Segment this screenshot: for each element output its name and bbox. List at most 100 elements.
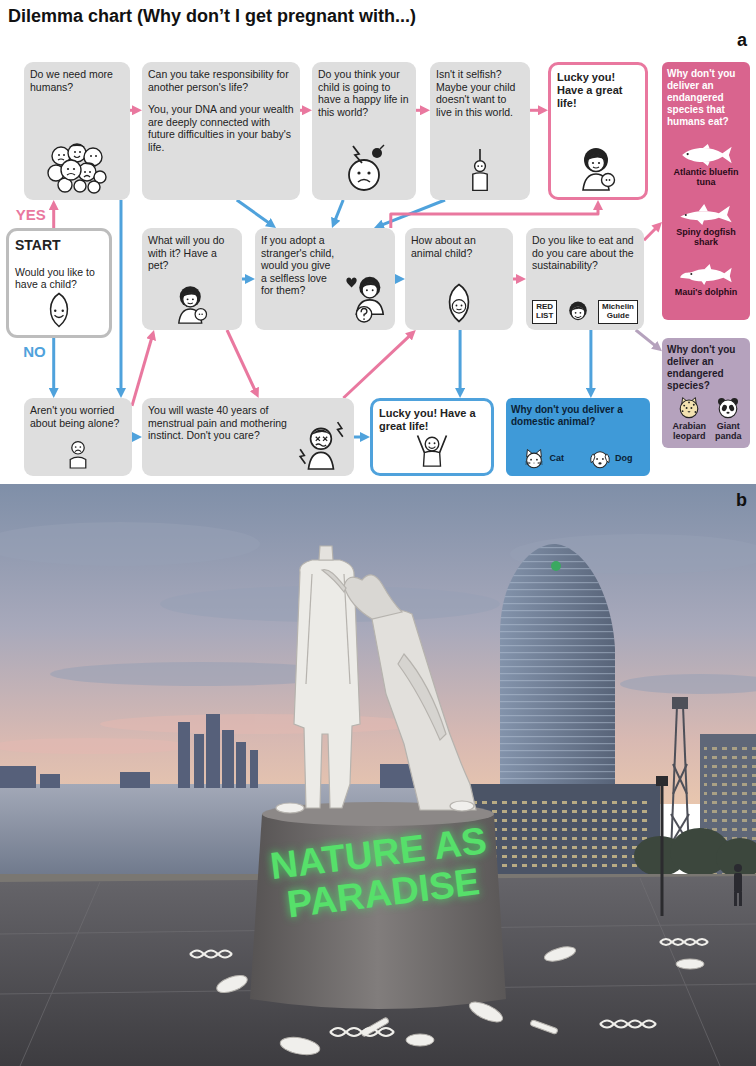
skyline — [0, 714, 430, 788]
item-list: Cat Dog — [511, 444, 645, 470]
shark-icon — [678, 204, 734, 226]
flow-arrow — [334, 200, 343, 222]
node-text: Do we need more humans? — [30, 68, 124, 93]
book-label: RED LIST — [532, 300, 557, 324]
flow-arrow — [343, 334, 411, 398]
species-name: Dog — [615, 454, 633, 464]
tuna-icon — [678, 144, 734, 166]
question-box: What will you do with it? Have a pet? — [142, 228, 242, 330]
panel-letter: b — [736, 490, 747, 511]
flow-arrow — [530, 109, 542, 112]
species-name: Giant panda — [711, 422, 745, 442]
leopard-icon — [677, 396, 701, 420]
happy-icon — [412, 433, 452, 467]
flow-arrow — [644, 226, 658, 240]
panel-item: Spiny dogfish shark — [667, 204, 745, 248]
body-text: You, your DNA and your wealth are deeply… — [148, 103, 294, 153]
item-list: Arabian leopardGiant panda — [667, 392, 745, 442]
panel-item: Cat — [523, 448, 564, 470]
edge-label: YES — [16, 206, 46, 223]
answer-panel: Why don't you deliver an endangered spec… — [662, 338, 750, 448]
question-box: Do you think your child is going to have… — [312, 62, 416, 200]
pedestal — [250, 802, 506, 1009]
panel-item: Dog — [589, 448, 633, 470]
flow-arrow — [52, 338, 55, 392]
edge-label: NO — [23, 343, 46, 360]
flow-arrow — [130, 109, 136, 112]
flow-arrow — [52, 206, 55, 228]
item-list: Atlantic bluefin tunaSpiny dogfish shark… — [667, 128, 745, 314]
mother-icon — [573, 141, 623, 191]
dna-strands — [190, 939, 708, 1036]
node-text: You will waste 40 years of menstrual pai… — [148, 404, 292, 442]
flow-arrow — [242, 278, 249, 281]
animal-child-icon — [442, 282, 476, 324]
panda-icon — [716, 396, 740, 420]
panel-item: Giant panda — [711, 396, 745, 442]
panel-letter: a — [737, 30, 747, 51]
question-box: How about an animal child? — [405, 228, 513, 330]
node-text: Can you take responsibility for another … — [148, 68, 294, 93]
flow-arrow — [459, 330, 462, 392]
adopt-icon — [341, 270, 389, 324]
pain-icon — [296, 418, 348, 470]
panel-item: Maui's dolphin — [675, 264, 738, 298]
sculpture-photo — [0, 484, 756, 1066]
lamp-post — [656, 776, 668, 916]
panel-item: Arabian leopard — [667, 396, 711, 442]
flow-arrow — [132, 436, 136, 439]
text-column: You will waste 40 years of menstrual pai… — [148, 404, 292, 470]
book-label: Michelin Guide — [598, 300, 638, 324]
flow-arrow — [391, 206, 598, 228]
question-box: Isn't it selfish? Maybe your child doesn… — [430, 62, 530, 200]
question-box: Do you like to eat and do you care about… — [526, 228, 644, 330]
flow-arrow — [589, 330, 592, 392]
statue — [276, 546, 476, 813]
node-text: What will you do with it? Have a pet? — [148, 234, 236, 272]
flow-arrow — [636, 330, 658, 347]
question-box: If you adopt a stranger's child, would y… — [255, 228, 395, 330]
answer-panel: Why don't you deliver an endangered spec… — [662, 62, 750, 320]
projected-text: NATURE AS PARADISE — [262, 820, 500, 927]
scattered-bones — [215, 944, 704, 1057]
end-box: Lucky you! Have a great life! — [548, 62, 648, 200]
flow-arrow — [395, 278, 399, 281]
mother-icon — [170, 280, 214, 324]
question-box: Can you take responsibility for another … — [142, 62, 300, 200]
species-name: Spiny dogfish shark — [667, 228, 745, 248]
crowd-icon — [46, 142, 108, 194]
globe-icon — [339, 144, 389, 194]
passer-by — [734, 864, 742, 906]
node-text: Aren't you worried about being alone? — [30, 404, 126, 429]
species-name: Arabian leopard — [667, 422, 711, 442]
text-column: If you adopt a stranger's child, would y… — [261, 234, 337, 324]
dolphin-icon — [678, 264, 734, 286]
flow-arrow — [416, 109, 424, 112]
node-text: If you adopt a stranger's child, would y… — [261, 234, 337, 297]
dog-icon — [589, 448, 611, 470]
flow-arrow — [119, 200, 122, 392]
book-row: RED LIST Michelin Guide — [532, 300, 638, 324]
flow-arrow — [237, 200, 271, 225]
node-text: Lucky you! Have a great life! — [379, 407, 485, 433]
question-box: Do we need more humans? — [24, 62, 130, 200]
question-box: You will waste 40 years of menstrual pai… — [142, 398, 354, 476]
answer-panel: Why don't you deliver a domestic animal?… — [506, 398, 650, 476]
species-name: Atlantic bluefin tuna — [667, 168, 745, 188]
question-box: Aren't you worried about being alone? — [24, 398, 132, 476]
flow-arrow — [513, 278, 520, 281]
node-text: How about an animal child? — [411, 234, 507, 259]
seed-icon — [44, 291, 74, 329]
panel-heading: Why don't you deliver an endangered spec… — [667, 344, 745, 392]
start-box: STARTWould you like to have a child? — [6, 228, 112, 338]
flow-arrow — [132, 336, 152, 406]
face-icon — [566, 300, 590, 324]
node-text: Do you like to eat and do you care about… — [532, 234, 638, 272]
panel-heading: Why don't you deliver an endangered spec… — [667, 68, 745, 128]
species-name: Cat — [549, 454, 564, 464]
flow-arrow — [227, 330, 256, 393]
hanging-figure-icon — [462, 149, 498, 194]
body-text: Would you like to have a child? — [15, 266, 103, 291]
node-text: Do you think your child is going to have… — [318, 68, 410, 118]
